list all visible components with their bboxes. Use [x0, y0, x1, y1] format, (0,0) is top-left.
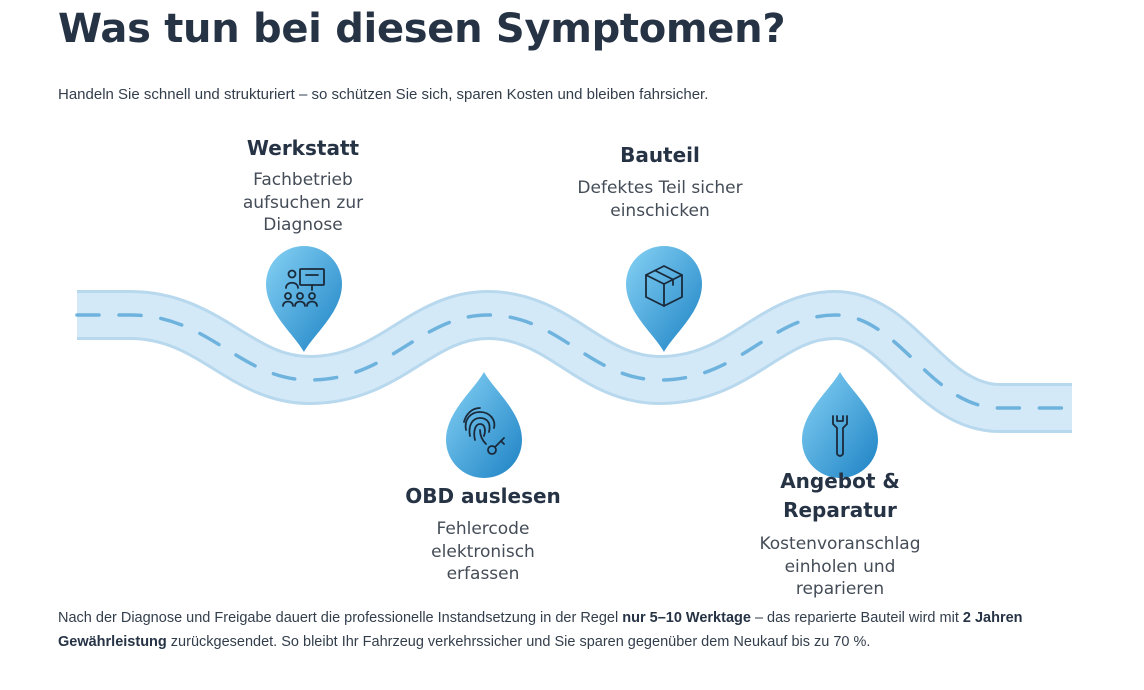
step-bauteil-description: Defektes Teil sicher einschicken: [550, 177, 770, 222]
footer-duration-highlight: nur 5–10 Werktage: [622, 610, 751, 626]
footer-paragraph: Nach der Diagnose und Freigabe dauert di…: [58, 606, 1088, 654]
step-werkstatt-desc-line: Fachbetrieb: [253, 170, 353, 190]
fingerprint-key-icon: [463, 407, 505, 455]
package-box-icon: [645, 265, 683, 307]
footer-text: – das reparierte Bauteil wird mit: [750, 610, 963, 626]
step-angebot-title: Angebot & Reparatur: [740, 467, 940, 525]
step-werkstatt-description: Fachbetrieb aufsuchen zur Diagnose: [203, 169, 403, 237]
step-angebot-description: Kostenvoranschlag einholen und repariere…: [730, 533, 950, 601]
page-title: Was tun bei diesen Symptomen?: [58, 6, 786, 52]
step-obd-desc-line: erfassen: [446, 564, 520, 584]
step-obd-desc-line: Fehlercode: [436, 519, 530, 539]
footer-text: Nach der Diagnose und Freigabe dauert di…: [58, 610, 623, 626]
step-werkstatt-title: Werkstatt: [246, 136, 360, 160]
step-bauteil-title: Bauteil: [620, 143, 700, 167]
step-obd-desc-line: elektronisch: [431, 541, 535, 562]
bauteil-pin-marker: [624, 244, 704, 354]
step-angebot-title-line: Reparatur: [783, 498, 897, 522]
step-bauteil-desc-line: Defektes Teil sicher: [577, 178, 743, 198]
obd-pin-marker: [444, 370, 524, 480]
step-angebot-title-line: Angebot &: [780, 469, 900, 493]
workshop-presentation-icon: [282, 268, 325, 307]
step-werkstatt-desc-line: aufsuchen zur: [242, 192, 364, 213]
angebot-pin-marker: [800, 370, 880, 480]
step-obd-title: OBD auslesen: [405, 484, 561, 508]
step-bauteil-desc-line: einschicken: [610, 200, 710, 221]
footer-warranty-highlight: 2 Jahren Gewährleistung: [58, 610, 1023, 650]
step-angebot-desc-line: einholen und: [784, 556, 896, 577]
wrench-icon: [832, 415, 848, 457]
step-angebot-desc-line: Kostenvoranschlag: [759, 534, 921, 554]
werkstatt-pin-marker: [264, 244, 344, 354]
page-subtitle: Handeln Sie schnell und strukturiert – s…: [58, 86, 709, 103]
step-angebot-desc-line: reparieren: [795, 579, 885, 599]
footer-text: zurückgesendet. So bleibt Ihr Fahrzeug v…: [166, 634, 871, 650]
step-obd-description: Fehlercode elektronisch erfassen: [383, 518, 583, 586]
step-werkstatt-desc-line: Diagnose: [263, 215, 343, 235]
